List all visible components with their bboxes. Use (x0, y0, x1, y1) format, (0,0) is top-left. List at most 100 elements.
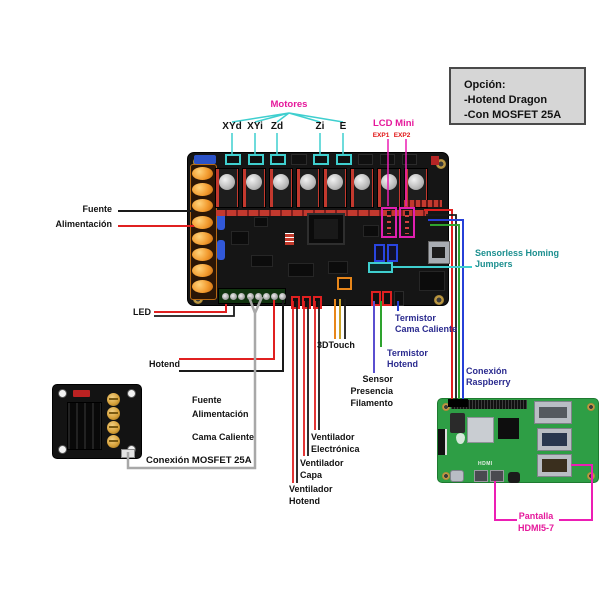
ram-chip (498, 418, 519, 439)
exp1-label: EXP1 (372, 132, 390, 139)
mosfet-power-label: Fuente Alimentación (192, 393, 249, 421)
motores-title: Motores (270, 99, 308, 110)
terminal-pin (192, 248, 213, 261)
pin-header (404, 200, 442, 207)
vent-electronica-label: Ventilador Electrónica (311, 431, 360, 455)
vent-electronica-line2: Electrónica (311, 444, 360, 454)
heatsink (273, 174, 289, 190)
motor-label-zi: Zi (315, 121, 325, 132)
fuse (217, 210, 225, 230)
stepper-driver (269, 168, 293, 208)
cpu-chip (467, 417, 494, 443)
pantalla-line1: Pantalla (518, 511, 554, 521)
motor-connector-zd (270, 154, 286, 165)
motor-connector-xyi (248, 154, 264, 165)
conexion-raspberry-label: Conexión Raspberry (466, 366, 511, 388)
pantalla-line2: HDMI5-7 (517, 523, 554, 533)
mosfet-power-line2: Alimentación (192, 409, 249, 419)
mcu-chip (307, 213, 345, 245)
ethernet-phy-chip (419, 271, 445, 291)
mounting-hole (587, 403, 595, 411)
option-title: Opción: (464, 79, 506, 91)
connector (291, 154, 307, 165)
filament-sensor-line1: Sensor Presencia (350, 374, 393, 396)
fuse-holder (194, 155, 216, 164)
fuse (217, 240, 225, 260)
vent-hotend-label: Ventilador Hotend (289, 483, 333, 507)
termistor-cama-line1: Termistor (395, 313, 436, 323)
motor-label-xyi: XYi (247, 121, 263, 132)
connector (402, 154, 417, 165)
termistor-hotend-label: Termistor Hotend (387, 348, 428, 370)
micro-hdmi-port-0 (474, 470, 488, 482)
screw-terminal (107, 421, 120, 434)
option-line-1: -Hotend Dragon (464, 94, 548, 106)
screw (255, 293, 262, 300)
screw-terminal (107, 435, 120, 448)
motor-fan-lines (231, 112, 344, 123)
power-supply-line1: Fuente (82, 204, 112, 214)
screw (247, 293, 254, 300)
mounting-hole (58, 445, 67, 454)
motor-label-xyd: XYd (222, 121, 242, 132)
terminal-pin (192, 183, 213, 196)
heatsink (246, 174, 262, 190)
dsi-connector (438, 429, 447, 455)
motor-drop-lines (231, 133, 344, 154)
screw (271, 293, 278, 300)
option-line-2: -Con MOSFET 25A (464, 109, 562, 121)
ic-chip (328, 261, 348, 274)
stepper-driver (323, 168, 347, 208)
screw-terminal (107, 407, 120, 420)
mounting-hole (442, 403, 450, 411)
hdmi-silkscreen: HDMI (478, 461, 493, 467)
fan-connector (302, 296, 311, 309)
sensorless-label: Sensorless Homing Jumpers (475, 248, 559, 270)
terminal-pin (192, 280, 213, 293)
screw (279, 293, 286, 300)
usb-c-power-port (450, 470, 464, 482)
heatsink (300, 174, 316, 190)
terminal-pin (192, 216, 213, 229)
heatsink (408, 174, 424, 190)
screw (222, 293, 229, 300)
fan-connector (291, 296, 300, 309)
motor-connector-xyd (225, 154, 241, 165)
wire-hotend-red (179, 300, 275, 360)
mosfet-module (52, 384, 142, 459)
ic-chip (251, 255, 273, 267)
vent-hotend-line1: Ventilador (289, 484, 333, 494)
wire-pi-red (424, 209, 453, 399)
wire-fans-black (296, 301, 320, 483)
motor-connector-zi (313, 154, 329, 165)
thermistor-connector (371, 291, 381, 306)
raspberry-pi-board: HDMI (437, 398, 599, 483)
mounting-hole (127, 389, 136, 398)
touch-label: 3DTouch (317, 340, 355, 350)
filament-sensor-label: Sensor Presencia Filamento (323, 373, 393, 409)
power-supply-line2: Alimentación (55, 219, 112, 229)
motor-label-e: E (339, 121, 347, 132)
mosfet-heatsink (67, 402, 102, 450)
gpio-header (451, 400, 527, 409)
heatsink (219, 174, 235, 190)
pantalla-label: Pantalla HDMI5-7 (512, 510, 560, 534)
usb-port (428, 241, 450, 264)
hotend-label: Hotend (149, 359, 180, 369)
dip-switch (285, 233, 294, 245)
mounting-hole (58, 389, 67, 398)
lcd-mini-label: LCD Mini (373, 118, 415, 129)
stepper-driver (350, 168, 374, 208)
pantalla-line-right (559, 464, 593, 521)
ic-chip (363, 225, 379, 237)
stepper-driver (215, 168, 239, 208)
raspberry-logo (456, 433, 465, 444)
mounting-hole (442, 472, 450, 480)
audio-jack (508, 472, 520, 483)
wire-led-black (154, 305, 235, 317)
wire-fans-red (292, 301, 316, 483)
wire-pi-green (430, 224, 460, 399)
ethernet-port (534, 401, 572, 424)
filament-sensor-line2: Filamento (350, 398, 393, 408)
